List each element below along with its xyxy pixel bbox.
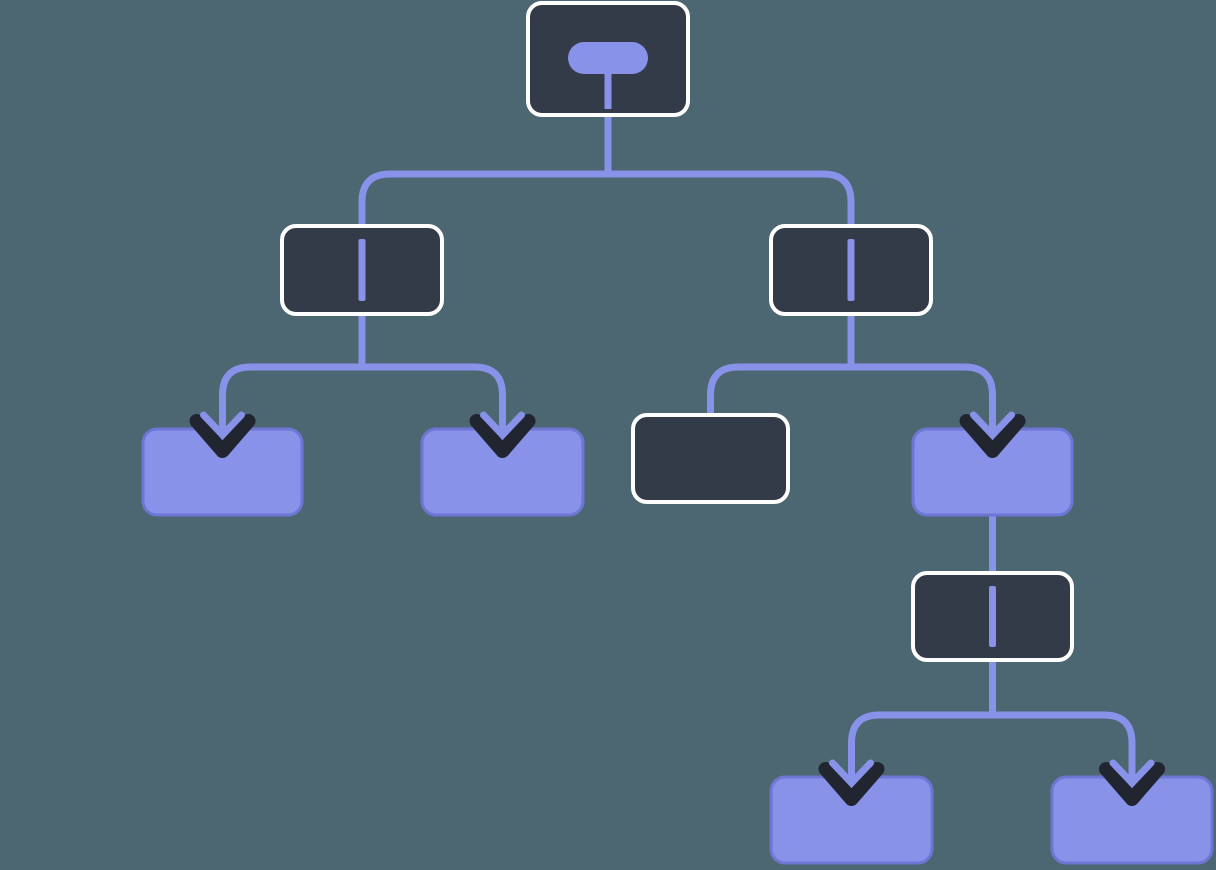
chevron-down-icon bbox=[469, 395, 536, 458]
chevron-down-icon bbox=[189, 395, 256, 458]
arrow-head bbox=[1109, 759, 1155, 787]
connector-rail bbox=[219, 363, 506, 419]
arrow-head bbox=[200, 411, 245, 439]
chevron-down-icon bbox=[959, 395, 1026, 458]
arrow-head bbox=[829, 759, 874, 787]
pass-through-line-icon bbox=[358, 239, 366, 301]
connector-rail bbox=[358, 170, 855, 226]
node-body[interactable] bbox=[631, 413, 790, 504]
arrow-head bbox=[970, 411, 1015, 439]
tree-node-branch-right[interactable] bbox=[769, 224, 933, 316]
chevron-outline bbox=[818, 762, 885, 806]
tree-node-branch-left[interactable] bbox=[280, 224, 444, 316]
pass-through-line-icon bbox=[989, 586, 996, 647]
chevron-outline bbox=[189, 414, 256, 458]
pill-icon bbox=[568, 42, 648, 74]
arrow-head bbox=[480, 411, 525, 439]
connector-layer bbox=[219, 115, 1136, 767]
chevron-outline bbox=[959, 414, 1026, 458]
chevron-down-icon bbox=[818, 743, 885, 806]
connector-rail bbox=[848, 711, 1136, 767]
pill-stem-icon bbox=[604, 65, 612, 109]
tree-node-node-right-dark[interactable] bbox=[631, 413, 790, 504]
tree-node-branch-right-2[interactable] bbox=[911, 571, 1074, 662]
chevron-outline bbox=[1099, 762, 1165, 806]
tree-node-root[interactable] bbox=[526, 1, 690, 117]
connector-rail bbox=[707, 363, 996, 419]
chevron-outline bbox=[469, 414, 536, 458]
pass-through-line-icon bbox=[847, 239, 855, 301]
chevron-down-icon bbox=[1099, 743, 1165, 806]
